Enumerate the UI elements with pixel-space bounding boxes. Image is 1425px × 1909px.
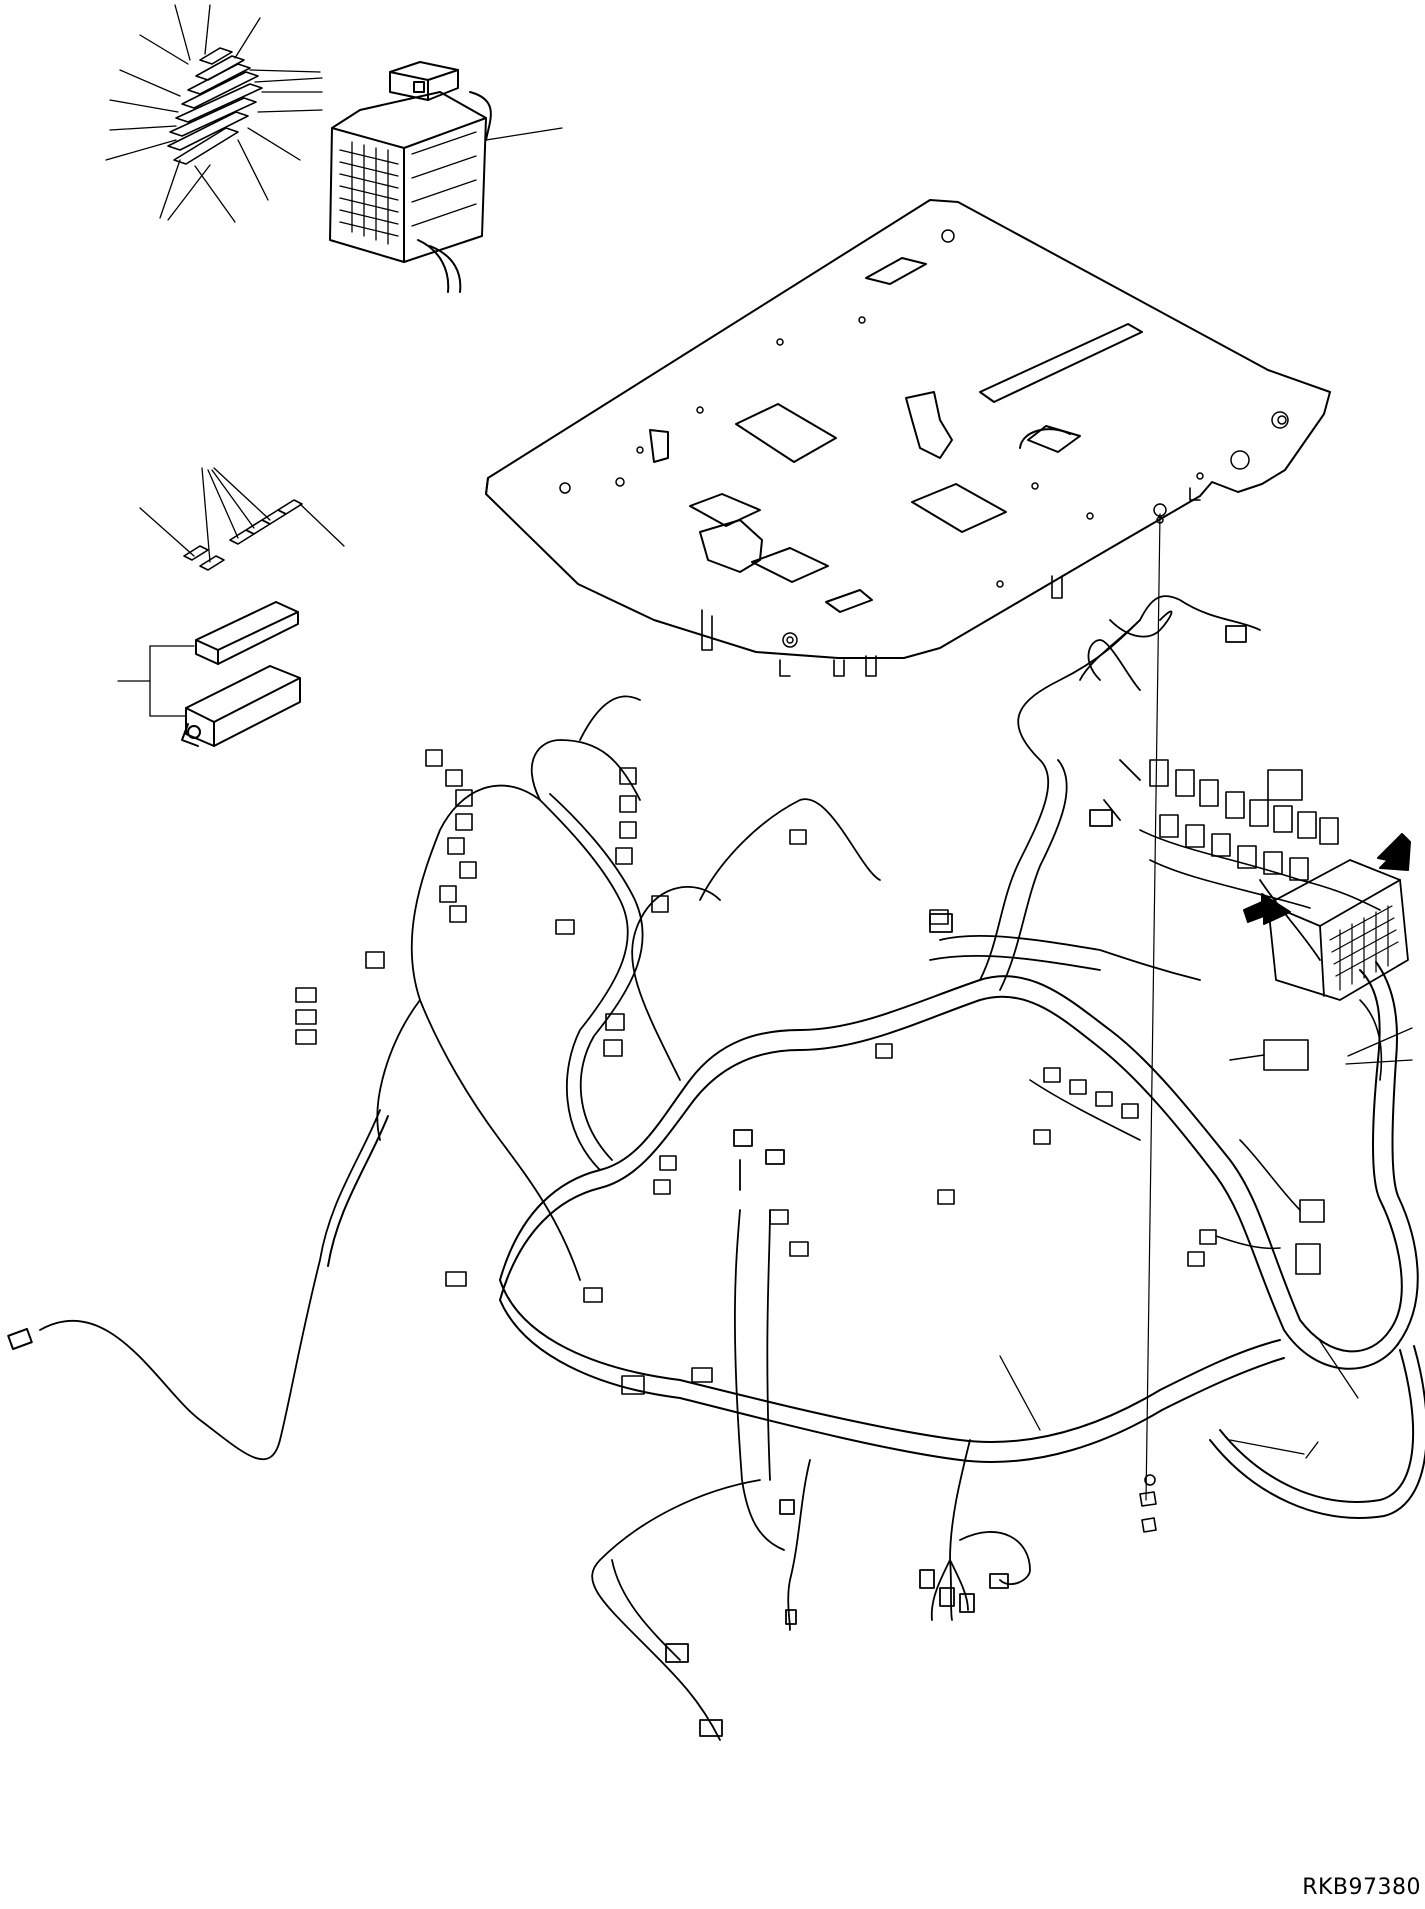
connector-cover-pair — [117, 601, 301, 747]
floor-plate — [485, 199, 1331, 677]
callout-arrow-2 — [1377, 833, 1411, 871]
main-wiring-harness — [7, 595, 1425, 1741]
drawing-id-label: RKB97380 — [1302, 1875, 1421, 1900]
small-terminals — [139, 467, 345, 571]
callout-arrow-1 — [1243, 893, 1291, 925]
mounting-bolt — [1139, 513, 1161, 1533]
fuse-box-assembly — [329, 61, 563, 293]
fuse-terminal-cluster — [105, 4, 323, 223]
